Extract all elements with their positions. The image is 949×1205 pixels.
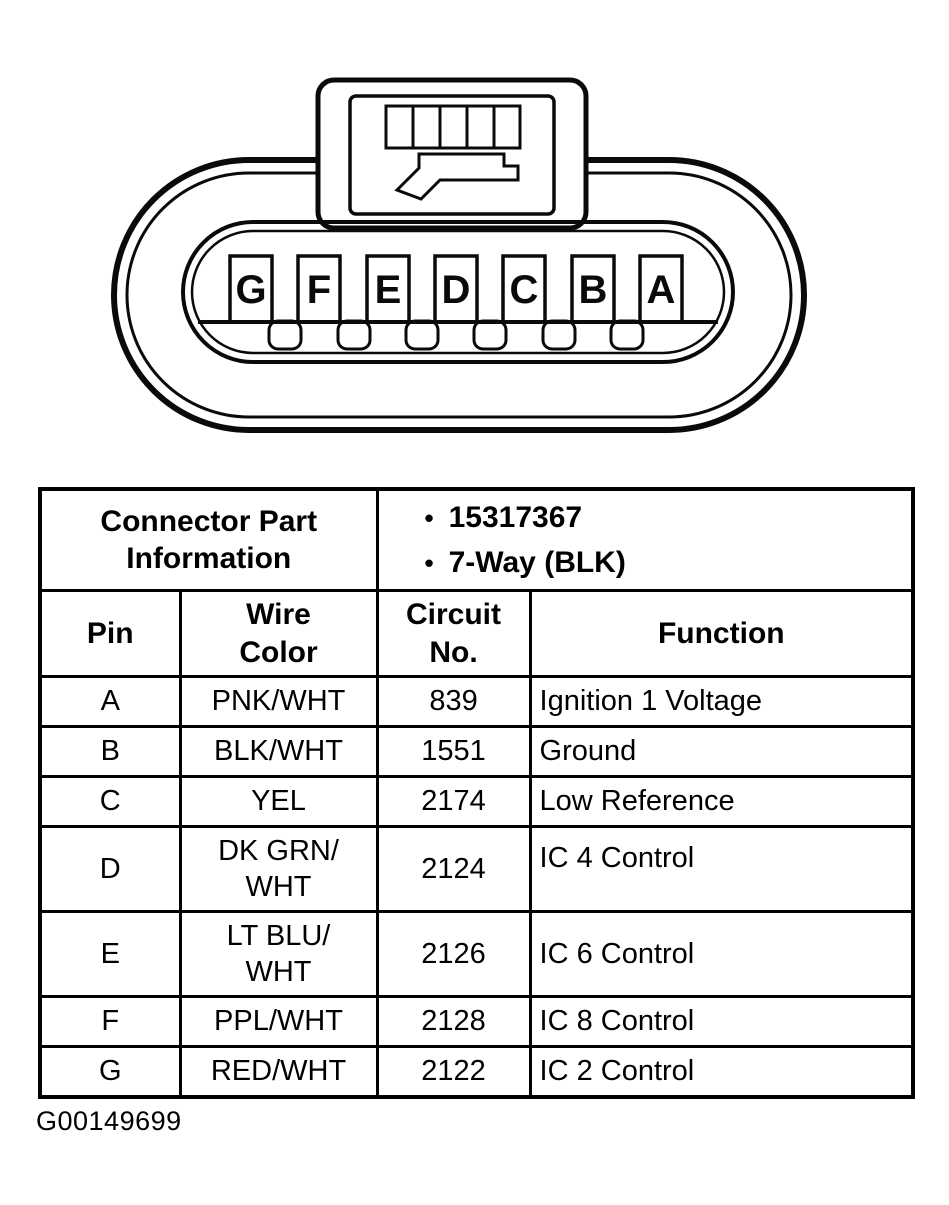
wire-color-cell: BLK/WHT	[178, 725, 379, 778]
col-header-pin: Pin	[38, 589, 182, 678]
bullet-icon: •	[424, 503, 434, 533]
lock-tower-inner-outline	[348, 94, 556, 216]
circuit-cell: 2128	[375, 995, 532, 1048]
index-bump	[472, 319, 508, 351]
pin-terminals: G F E D C B A	[228, 254, 684, 324]
col-header-wire-color: Wire Color	[178, 589, 379, 678]
col-header-function: Function	[528, 589, 915, 678]
pin-label: G	[235, 268, 266, 312]
pin-terminal-C: C	[501, 254, 547, 324]
table-row-D: D DK GRN/ WHT 2124 IC 4 Control	[38, 825, 915, 913]
circuit-cell: 2126	[375, 910, 532, 998]
function-cell: Ground	[528, 725, 915, 778]
function-cell: Low Reference	[528, 775, 915, 828]
pin-terminal-F: F	[296, 254, 342, 324]
part-info-header: Connector Part Information	[38, 487, 379, 592]
function-cell: Ignition 1 Voltage	[528, 675, 915, 728]
table-row-E: E LT BLU/ WHT 2126 IC 6 Control	[38, 910, 915, 998]
pin-terminal-B: B	[570, 254, 616, 324]
index-bump	[404, 319, 440, 351]
pin-cell: E	[38, 910, 182, 998]
lock-teeth-strip	[384, 104, 522, 150]
pin-terminal-D: D	[433, 254, 479, 324]
table-row-A: A PNK/WHT 839 Ignition 1 Voltage	[38, 675, 915, 728]
function-cell: IC 6 Control	[528, 910, 915, 998]
wire-color-cell: RED/WHT	[178, 1045, 379, 1098]
column-header-row: Pin Wire Color Circuit No. Function	[38, 589, 915, 678]
circuit-cell: 839	[375, 675, 532, 728]
lock-latch	[394, 152, 520, 201]
wire-color-cell: LT BLU/ WHT	[178, 910, 379, 998]
pin-label: E	[375, 268, 402, 312]
wire-color-cell: YEL	[178, 775, 379, 828]
part-number-line: • 15317367	[425, 495, 904, 540]
pin-label: F	[307, 268, 331, 312]
circuit-cell: 2122	[375, 1045, 532, 1098]
part-number: 15317367	[448, 501, 583, 534]
wire-color-cell: PNK/WHT	[178, 675, 379, 728]
pin-label: C	[510, 268, 539, 312]
table-row-F: F PPL/WHT 2128 IC 8 Control	[38, 995, 915, 1048]
connector-diagram: G F E D C B A	[111, 77, 807, 433]
part-numbers-cell: • 15317367 • 7-Way (BLK)	[375, 487, 915, 592]
pin-cell: D	[38, 825, 182, 913]
pinout-table: Connector Part Information • 15317367 • …	[38, 487, 916, 1099]
index-bump	[267, 319, 303, 351]
part-number-line: • 7-Way (BLK)	[425, 540, 904, 585]
lock-tower	[315, 77, 589, 231]
pin-cell: G	[38, 1045, 182, 1098]
pin-label: B	[579, 268, 608, 312]
function-cell: IC 2 Control	[528, 1045, 915, 1098]
pin-cavity-inner-outline	[190, 229, 726, 355]
pin-cell: C	[38, 775, 182, 828]
function-cell: IC 4 Control	[528, 825, 915, 913]
wire-color-cell: DK GRN/ WHT	[178, 825, 379, 913]
table-row-G: G RED/WHT 2122 IC 2 Control	[38, 1045, 915, 1098]
col-header-circuit-no: Circuit No.	[375, 589, 532, 678]
part-info-row: Connector Part Information • 15317367 • …	[38, 487, 915, 592]
function-cell: IC 8 Control	[528, 995, 915, 1048]
figure-id: G00149699	[36, 1106, 182, 1136]
index-bump	[609, 319, 645, 351]
pin-cell: B	[38, 725, 182, 778]
pin-label: A	[647, 268, 676, 312]
pin-label: D	[442, 268, 471, 312]
bullet-icon: •	[424, 548, 434, 578]
pin-terminal-A: A	[638, 254, 684, 324]
circuit-cell: 1551	[375, 725, 532, 778]
pin-terminal-G: G	[228, 254, 274, 324]
wire-color-cell: PPL/WHT	[178, 995, 379, 1048]
pin-terminal-E: E	[365, 254, 411, 324]
connector-type: 7-Way (BLK)	[448, 546, 626, 579]
table-row-C: C YEL 2174 Low Reference	[38, 775, 915, 828]
index-bump	[541, 319, 577, 351]
circuit-cell: 2124	[375, 825, 532, 913]
pin-cell: A	[38, 675, 182, 728]
index-bump	[336, 319, 372, 351]
circuit-cell: 2174	[375, 775, 532, 828]
index-bumps	[267, 319, 645, 351]
pin-cell: F	[38, 995, 182, 1048]
table-row-B: B BLK/WHT 1551 Ground	[38, 725, 915, 778]
